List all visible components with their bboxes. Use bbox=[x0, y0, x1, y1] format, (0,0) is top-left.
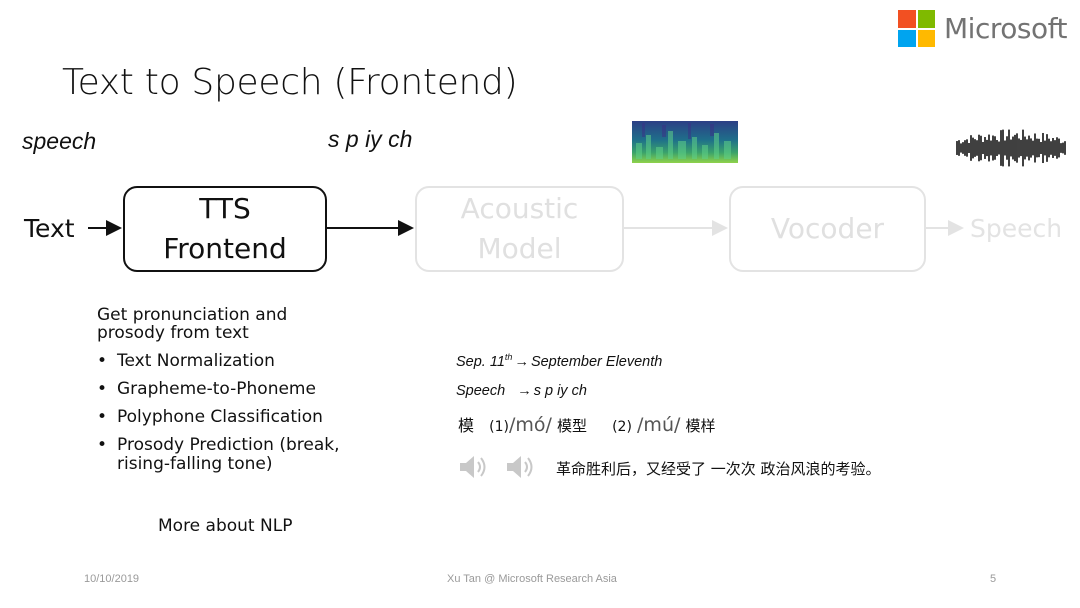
polyphone-opt2-word: 模样 bbox=[685, 417, 716, 435]
vocoder-box: Vocoder bbox=[729, 186, 926, 272]
frontend-description: Get pronunciation and prosody from text bbox=[97, 305, 288, 343]
polyphone-opt1-num: (1) bbox=[489, 419, 509, 435]
g2p-example: Speech →s p iy ch bbox=[456, 383, 587, 399]
polyphone-opt1-word: 模型 bbox=[556, 417, 587, 435]
box-label-line1: Vocoder bbox=[770, 212, 885, 245]
windows-logo-icon bbox=[898, 10, 935, 47]
normalization-result: September Eleventh bbox=[530, 353, 663, 370]
slide-title: Text to Speech (Frontend) bbox=[62, 62, 518, 103]
footer-author: Xu Tan @ Microsoft Research Asia bbox=[447, 573, 617, 585]
normalization-raw: Sep. 11 bbox=[456, 353, 505, 370]
polyphone-char: 模 bbox=[458, 416, 475, 435]
normalization-sup: th bbox=[504, 352, 513, 362]
pipeline-output-label: Speech bbox=[970, 214, 1063, 243]
polyphone-example: 模 (1)/mó/ 模型 (2) /mú/ 模样 bbox=[458, 412, 716, 436]
list-item: Polyphone Classification bbox=[96, 408, 376, 428]
tts-frontend-box: TTS Frontend bbox=[123, 186, 327, 272]
frontend-task-list: Text Normalization Grapheme-to-Phoneme P… bbox=[96, 352, 376, 483]
box-label-line2: Frontend bbox=[163, 232, 287, 265]
phoneme-example: s p iy ch bbox=[328, 126, 413, 152]
g2p-phonemes: s p iy ch bbox=[533, 383, 587, 399]
spectrogram-image bbox=[632, 121, 738, 163]
arrow-right-icon: → bbox=[514, 353, 529, 370]
polyphone-opt2-num: (2) bbox=[612, 419, 632, 435]
box-label-line1: Acoustic bbox=[460, 192, 579, 225]
arrow-right-icon: → bbox=[517, 383, 532, 399]
waveform-image bbox=[956, 129, 1066, 167]
footer-page-number: 5 bbox=[990, 573, 997, 585]
speaker-icon[interactable] bbox=[505, 452, 539, 482]
speaker-icon[interactable] bbox=[458, 452, 492, 482]
prosody-sentence: 革命胜利后，又经受了 一次次 政治风浪的考验。 bbox=[556, 460, 881, 478]
box-label-line2: Model bbox=[477, 232, 562, 265]
box-label-line1: TTS bbox=[199, 192, 251, 225]
acoustic-model-box: Acoustic Model bbox=[415, 186, 624, 272]
microsoft-logo: Microsoft bbox=[898, 10, 1070, 50]
polyphone-opt2-pinyin: /mú/ bbox=[637, 414, 681, 436]
normalization-example: Sep. 11th→September Eleventh bbox=[456, 352, 662, 370]
footer-date: 10/10/2019 bbox=[84, 573, 140, 585]
polyphone-opt1-pinyin: /mó/ bbox=[508, 414, 552, 436]
g2p-word: Speech bbox=[456, 383, 506, 399]
list-item: Grapheme-to-Phoneme bbox=[96, 380, 376, 400]
list-item: Text Normalization bbox=[96, 352, 376, 372]
list-item: Prosody Prediction (break, rising-fallin… bbox=[96, 436, 376, 474]
brand-name: Microsoft bbox=[944, 12, 1067, 45]
pipeline-input-label: Text bbox=[24, 214, 75, 243]
more-about-nlp-link[interactable]: More about NLP bbox=[158, 516, 293, 536]
word-example: speech bbox=[22, 128, 97, 154]
